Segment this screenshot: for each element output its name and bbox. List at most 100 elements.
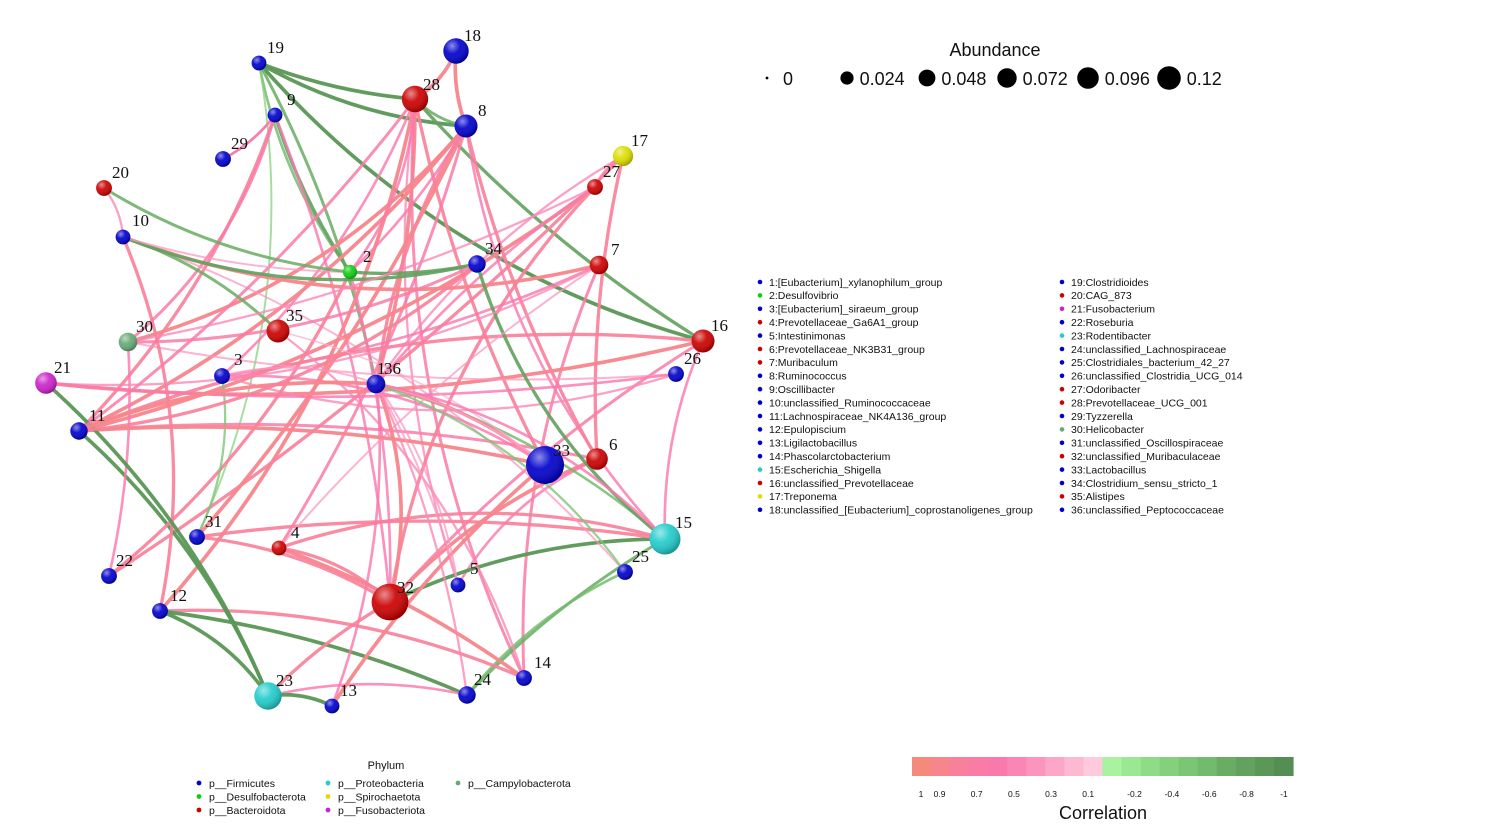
node-27[interactable]: 27	[587, 162, 621, 195]
node-14[interactable]: 14	[516, 653, 552, 686]
node-8[interactable]: 8	[454, 101, 487, 138]
node-34[interactable]: 34	[468, 239, 503, 273]
edge-12-10	[121, 235, 176, 613]
taxa-legend-dot	[1059, 494, 1065, 499]
taxa-legend-label: 10:unclassified_Ruminococcaceae	[769, 397, 931, 409]
taxa-legend-label: 36:unclassified_Peptococcaceae	[1071, 505, 1224, 517]
taxa-legend-dot	[1059, 360, 1065, 365]
taxa-legend-item: 15:Escherichia_Shigella	[757, 464, 881, 476]
edge-17-36	[374, 154, 625, 386]
node-23[interactable]: 23	[254, 671, 293, 710]
correlation-color-step	[1235, 757, 1256, 776]
phylum-legend-label-bacteroidota: p__Bacteroidota	[209, 805, 286, 817]
node-13[interactable]: 13	[324, 681, 357, 714]
abundance-legend-dot-4	[1077, 67, 1099, 89]
taxa-legend-dot	[757, 346, 763, 352]
taxa-legend-dot	[1059, 333, 1065, 338]
node-20[interactable]: 20	[96, 163, 129, 196]
node-29[interactable]: 29	[215, 134, 248, 167]
edge-8-4	[277, 124, 468, 550]
taxa-legend-label: 12:Epulopiscium	[769, 424, 846, 436]
correlation-legend-title: Correlation	[1059, 803, 1147, 823]
taxa-legend-item: 24:unclassified_Lachnospiraceae	[1059, 344, 1226, 356]
correlation-tick-label: -0.4	[1165, 789, 1180, 799]
phylum-legend-dot-firmicutes	[196, 780, 202, 786]
edge-14-12	[158, 608, 526, 680]
taxa-legend-item: 6:Prevotellaceae_NK3B31_group	[757, 344, 925, 356]
node-12-label: 12	[170, 586, 187, 605]
node-7[interactable]: 7	[589, 240, 620, 275]
node-4[interactable]: 4	[271, 523, 300, 556]
node-36-label: 36	[384, 359, 401, 378]
node-19[interactable]: 19	[251, 38, 284, 71]
phylum-legend-dot-bacteroidota	[196, 807, 202, 813]
node-30[interactable]: 30	[118, 317, 153, 352]
taxa-legend-item: 18:unclassified_[Eubacterium]_coprostano…	[757, 505, 1033, 517]
abundance-legend-value-0: 0	[783, 69, 793, 89]
node-11-label: 11	[89, 406, 105, 425]
node-21[interactable]: 21	[35, 358, 71, 394]
node-3[interactable]: 3	[214, 350, 243, 384]
taxa-legend-label: 31:unclassified_Oscillospiraceae	[1071, 438, 1223, 450]
taxa-legend-label: 8:Ruminococcus	[769, 371, 847, 383]
node-31[interactable]: 31	[189, 512, 222, 545]
node-18[interactable]: 18	[443, 26, 481, 64]
edge-25-24	[465, 570, 627, 697]
node-35[interactable]: 35	[266, 306, 304, 343]
taxa-legend-label: 18:unclassified_[Eubacterium]_coprostano…	[769, 505, 1033, 517]
phylum-legend-label-firmicutes: p__Firmicutes	[209, 778, 275, 790]
edge-15-34	[475, 262, 667, 541]
node-2[interactable]: 2	[342, 247, 372, 280]
phylum-legend-dot-desulfobacterota	[196, 794, 202, 799]
correlation-color-step	[1254, 757, 1275, 776]
taxa-legend-item: 21:Fusobacterium	[1059, 304, 1155, 316]
node-6[interactable]: 6	[586, 435, 618, 470]
node-28[interactable]: 28	[401, 75, 440, 113]
correlation-color-step	[1197, 757, 1218, 776]
correlation-color-step	[1083, 757, 1104, 776]
taxa-legend-item: 12:Epulopiscium	[757, 424, 846, 436]
abundance-legend-dot-5	[1157, 66, 1181, 90]
edge-19-16	[257, 61, 705, 343]
taxa-legend-item: 13:Ligilactobacillus	[757, 438, 857, 450]
node-9[interactable]: 9	[267, 90, 296, 123]
phylum-legend: Phylum p__Firmicutesp__Desulfobacterotap…	[196, 760, 571, 817]
taxa-legend-label: 35:Alistipes	[1071, 491, 1125, 503]
node-22[interactable]: 22	[101, 551, 133, 584]
node-8-label: 8	[478, 101, 487, 120]
node-15-label: 15	[675, 513, 692, 532]
node-24[interactable]: 24	[458, 670, 492, 704]
correlation-tick-label: -0.8	[1239, 789, 1254, 799]
node-15[interactable]: 15	[649, 513, 693, 555]
taxa-legend-dot	[1059, 413, 1065, 419]
taxa-legend-item: 33:Lactobacillus	[1059, 464, 1146, 476]
phylum-legend-label-campylobacterota: p__Campylobacterota	[468, 778, 571, 790]
taxa-legend-label: 15:Escherichia_Shigella	[769, 464, 881, 476]
taxa-legend-label: 3:[Eubacterium]_siraeum_group	[769, 304, 919, 316]
taxa-legend-item: 14:Phascolarctobacterium	[757, 451, 891, 463]
taxa-legend-label: 23:Rodentibacter	[1071, 330, 1151, 342]
edge-32-1	[375, 382, 403, 604]
node-32[interactable]: 32	[371, 578, 414, 621]
abundance-legend-value-4: 0.096	[1105, 69, 1150, 89]
correlation-color-bar	[912, 757, 1294, 776]
node-33[interactable]: 33	[526, 441, 570, 484]
node-34-label: 34	[485, 239, 503, 258]
node-17[interactable]: 17	[612, 131, 649, 167]
node-36[interactable]: 36	[366, 359, 401, 394]
phylum-legend-label-proteobacteria: p__Proteobacteria	[338, 778, 424, 790]
taxa-legend-item: 26:unclassified_Clostridia_UCG_014	[1059, 371, 1243, 383]
taxa-legend: 1:[Eubacterium]_xylanophilum_group2:Desu…	[757, 277, 1243, 517]
node-26[interactable]: 26	[668, 349, 701, 382]
edge-22-30	[107, 340, 131, 578]
node-25[interactable]: 25	[617, 547, 649, 580]
node-10[interactable]: 10	[115, 211, 149, 245]
node-16[interactable]: 16	[691, 316, 729, 353]
node-11[interactable]: 11	[70, 406, 105, 440]
correlation-color-step	[1026, 757, 1046, 776]
taxa-legend-label: 24:unclassified_Lachnospiraceae	[1071, 344, 1226, 356]
node-12[interactable]: 12	[152, 586, 187, 619]
node-5[interactable]: 5	[450, 559, 479, 593]
edge-36-25	[374, 382, 627, 574]
edge-21-23	[44, 381, 270, 698]
